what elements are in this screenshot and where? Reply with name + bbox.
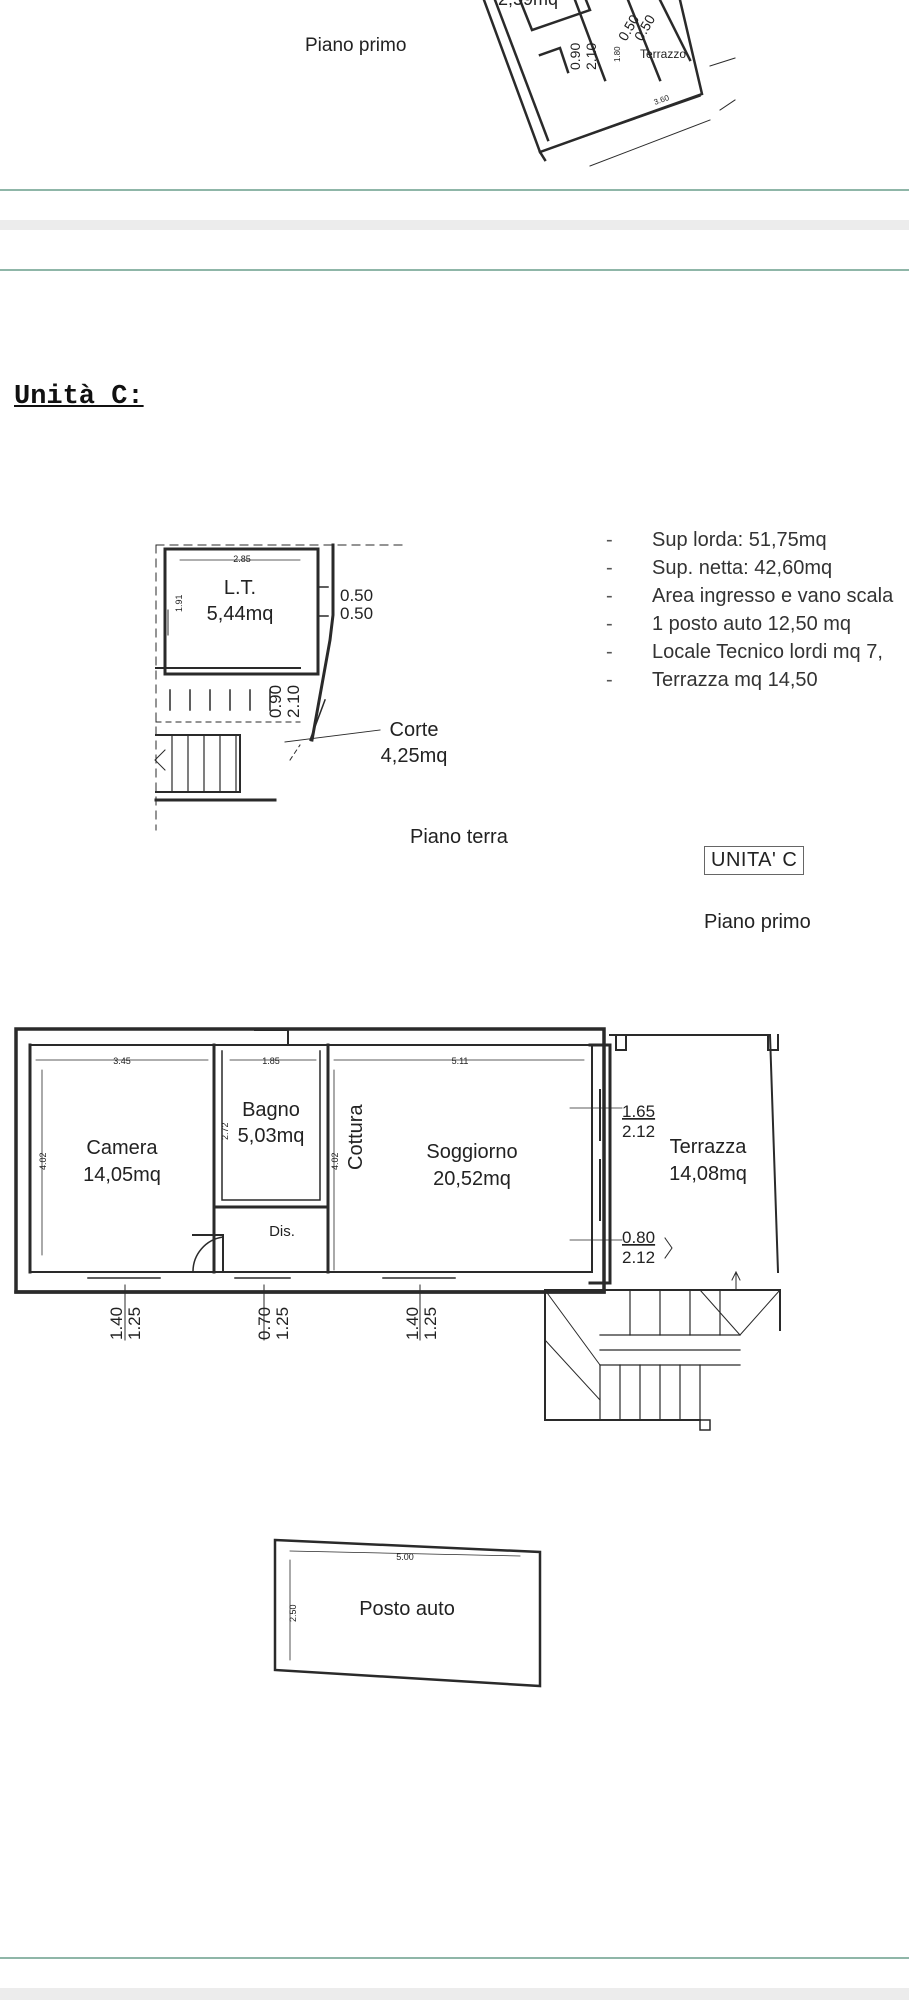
ground-plan	[154, 543, 406, 831]
separator-line	[0, 269, 909, 271]
section-gap	[0, 1988, 909, 2000]
room-name-camera: Camera	[86, 1137, 158, 1159]
unit-specs-list: Sup lorda: 51,75mq Sup. netta: 42,60mq A…	[602, 526, 893, 694]
top-plan-area: 2,59mq	[498, 0, 558, 9]
door-dim: 2.12	[622, 1122, 655, 1141]
window-dim: 1.25	[273, 1307, 292, 1340]
door-dim: 2.12	[622, 1248, 655, 1267]
parking-width-dim: 5.00	[396, 1552, 414, 1562]
court-area: 4,25mq	[381, 745, 448, 767]
parking-space	[273, 1538, 542, 1688]
top-plan-terrace: Terrazzo	[640, 47, 686, 61]
spec-item: Locale Tecnico lordi mq 7,	[602, 638, 893, 666]
parking-label: Posto auto	[359, 1598, 455, 1620]
top-plan-small-dim: 1.80	[613, 46, 622, 62]
first-floor-plan	[14, 1027, 781, 1431]
dim-bagno-width: 1.85	[262, 1056, 280, 1066]
parking-height-dim: 2.50	[288, 1604, 298, 1622]
dim-camera-height: 4.02	[38, 1152, 48, 1170]
room-name-dis: Dis.	[269, 1223, 295, 1240]
window-dim: 1.40	[107, 1307, 126, 1340]
door-dim: 1.65	[622, 1102, 655, 1121]
window-dim: 0.70	[255, 1307, 274, 1340]
dim-soggiorno-width: 5.11	[452, 1056, 469, 1066]
spec-item: 1 posto auto 12,50 mq	[602, 610, 893, 638]
window-dim: 0.50	[340, 604, 373, 623]
spec-item: Sup lorda: 51,75mq	[602, 526, 893, 554]
court-label: Corte	[390, 719, 439, 741]
spec-item: Terrazza mq 14,50	[602, 666, 893, 694]
spec-item: Sup. netta: 42,60mq	[602, 554, 893, 582]
room-name-soggiorno: Soggiorno	[426, 1141, 517, 1163]
room-name-terrazza: Terrazza	[670, 1136, 748, 1158]
first-floor-label: Piano primo	[704, 911, 811, 933]
door-dim: 2.10	[284, 685, 303, 718]
lt-area: 5,44mq	[207, 603, 274, 625]
dim-camera-width: 3.45	[113, 1056, 131, 1066]
top-plan	[482, 0, 736, 167]
lt-height-dim: 1.91	[174, 594, 184, 612]
room-area-soggiorno: 20,52mq	[433, 1168, 511, 1190]
separator-line	[0, 189, 909, 191]
unit-heading: Unità C:	[14, 382, 144, 412]
room-area-terrazza: 14,08mq	[669, 1163, 747, 1185]
top-plan-dim: 0.90	[567, 43, 583, 70]
room-name-bagno: Bagno	[242, 1099, 300, 1121]
door-dim: 0.80	[622, 1228, 655, 1247]
section-gap	[0, 220, 909, 230]
unit-tag: UNITA' C	[704, 846, 805, 875]
window-dim: 1.25	[125, 1307, 144, 1340]
window-dim: 1.40	[403, 1307, 422, 1340]
ground-floor-label: Piano terra	[410, 826, 508, 848]
room-area-camera: 14,05mq	[83, 1164, 161, 1186]
top-plan-floor-label: Piano primo	[305, 35, 406, 56]
dim-bagno-height: 2.72	[220, 1122, 230, 1140]
room-area-bagno: 5,03mq	[238, 1125, 305, 1147]
door-dim: 0.90	[266, 685, 285, 718]
room-name-cottura: Cottura	[345, 1104, 367, 1170]
top-plan-small-dim: 3.60	[653, 93, 671, 107]
lt-label: L.T.	[224, 577, 256, 599]
window-dim: 0.50	[340, 586, 373, 605]
lt-width-dim: 2.85	[233, 554, 251, 564]
window-dim: 1.25	[421, 1307, 440, 1340]
dim-cottura-height: 4.02	[330, 1152, 340, 1170]
separator-line	[0, 1957, 909, 1959]
top-plan-dim: 2.10	[583, 43, 599, 70]
spec-item: Area ingresso e vano scala	[602, 582, 893, 610]
